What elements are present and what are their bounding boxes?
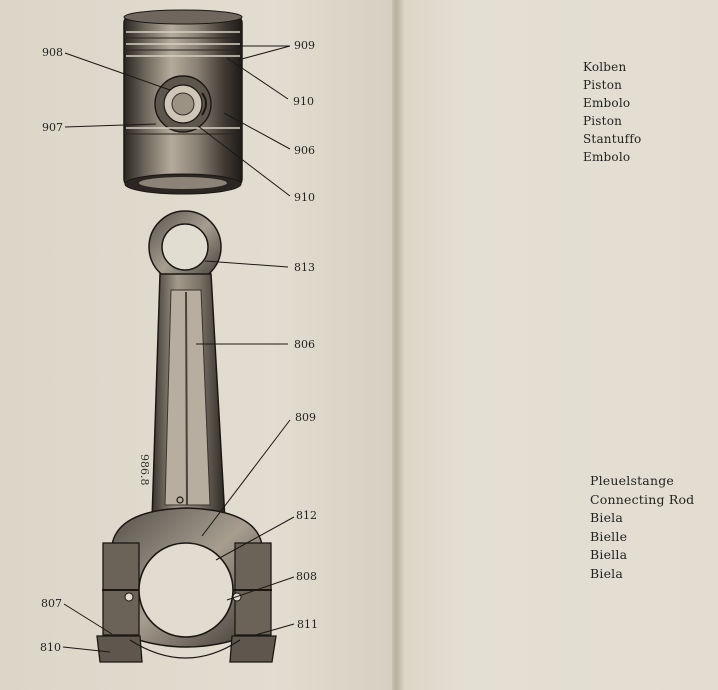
callout-910-lower: 910 xyxy=(294,191,315,204)
callout-812: 812 xyxy=(296,509,317,522)
callout-810: 810 xyxy=(40,641,61,654)
rod-term-en: Connecting Rod xyxy=(590,491,695,507)
callout-908-top: 908 xyxy=(42,46,63,59)
book-gutter xyxy=(392,0,404,690)
callout-806: 806 xyxy=(294,338,315,351)
piston-term-en: Piston xyxy=(583,78,623,92)
piston-term-fr: Piston xyxy=(583,114,623,128)
right-page xyxy=(404,0,718,690)
callout-906: 906 xyxy=(294,144,315,157)
callout-907: 907 xyxy=(42,121,63,134)
rod-stamp: 986.8 xyxy=(138,454,151,486)
leader-lines xyxy=(62,45,295,653)
rod-term-fr: Bielle xyxy=(590,528,628,544)
callout-807: 807 xyxy=(41,597,62,610)
piston-drawing xyxy=(123,9,243,195)
piston-term-de: Kolben xyxy=(583,60,627,74)
rod-term-pt: Biela xyxy=(590,565,624,581)
callout-910-upper: 910 xyxy=(293,95,314,108)
rod-term-de: Pleuelstange xyxy=(590,473,674,488)
callout-808: 808 xyxy=(296,570,317,583)
piston-term-es: Embolo xyxy=(583,96,631,110)
piston-term-it: Stantuffo xyxy=(583,132,642,146)
piston-term-list: Kolben Piston Embolo Piston Stantuffo Em… xyxy=(583,58,641,166)
callout-813: 813 xyxy=(294,261,315,274)
connecting-rod-drawing xyxy=(96,210,277,663)
callout-909: 909 xyxy=(294,39,315,52)
rod-term-list: Pleuelstange Connecting Rod Biela Bielle… xyxy=(590,472,694,583)
rod-term-es: Biela xyxy=(590,510,624,525)
rod-term-it: Biella xyxy=(590,547,628,562)
callout-809: 809 xyxy=(295,411,316,424)
piston-term-pt: Embolo xyxy=(583,150,631,164)
callout-811: 811 xyxy=(297,618,318,631)
